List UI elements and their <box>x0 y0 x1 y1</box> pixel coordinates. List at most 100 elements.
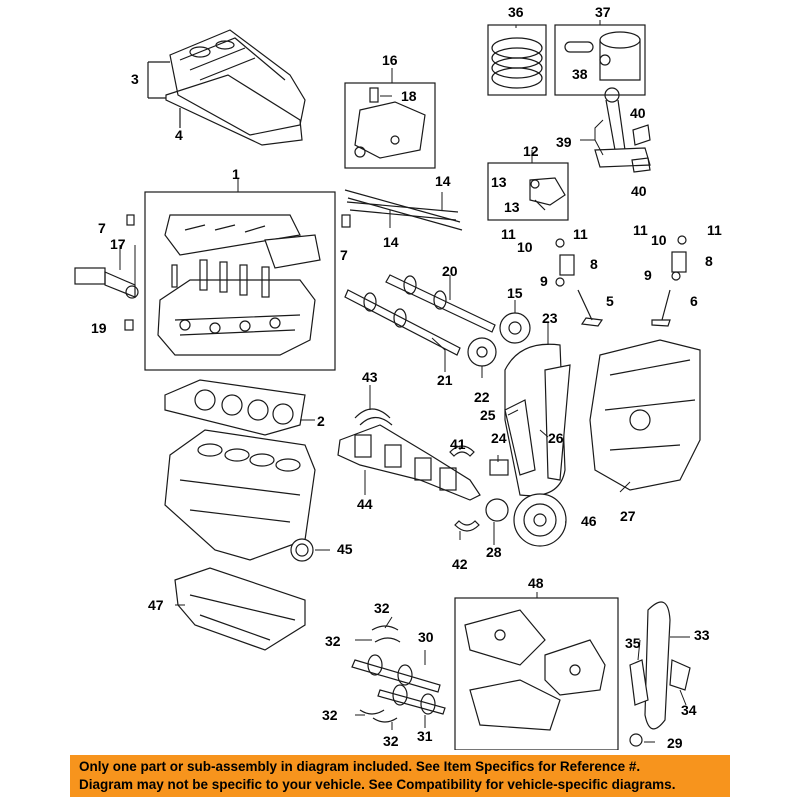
callout-32-top: 32 <box>374 600 390 616</box>
callout-35: 35 <box>625 635 641 651</box>
valve-cover <box>169 29 306 136</box>
oil-pump-assembly <box>464 609 606 731</box>
callout-10-intake: 10 <box>517 239 533 255</box>
callout-40-lower: 40 <box>631 183 647 199</box>
notice-line-2: Diagram may not be specific to your vehi… <box>79 777 676 792</box>
callout-38: 38 <box>572 66 588 82</box>
callout-20: 20 <box>442 263 458 279</box>
callout-9-exhaust: 9 <box>644 267 652 283</box>
balancer-chain <box>644 601 671 730</box>
cylinder-head-group-box <box>144 191 336 371</box>
callout-45: 45 <box>337 541 353 557</box>
callout-14-upper: 14 <box>435 173 451 189</box>
callout-23: 23 <box>542 310 558 326</box>
callout-7-upper: 7 <box>98 220 106 236</box>
callout-15: 15 <box>507 285 523 301</box>
crankshaft-pulley <box>513 493 567 547</box>
rocker-shaft <box>344 189 463 231</box>
camshafts <box>344 274 496 356</box>
callout-26: 26 <box>548 430 564 446</box>
connecting-rod <box>594 87 651 173</box>
callout-25: 25 <box>480 407 496 423</box>
callout-42: 42 <box>452 556 468 572</box>
callout-24: 24 <box>491 430 507 446</box>
valve-cover-gasket <box>165 74 303 146</box>
crank-sprocket <box>485 498 509 522</box>
valve-spring <box>559 254 575 276</box>
vtc-solenoid-group-box <box>344 82 436 169</box>
callout-12: 12 <box>523 143 539 159</box>
callout-11-a: 11 <box>501 226 516 242</box>
engine-parts-diagram <box>74 20 701 750</box>
notice-line-1: Only one part or sub-assembly in diagram… <box>79 759 641 774</box>
callout-11-c: 11 <box>633 222 648 238</box>
exhaust-valve <box>651 289 671 327</box>
callout-32-left-upper: 32 <box>325 633 341 649</box>
callout-11-b: 11 <box>573 226 588 242</box>
piston-rings <box>487 24 547 96</box>
callout-5: 5 <box>606 293 614 309</box>
callout-31: 31 <box>417 728 433 744</box>
callout-6: 6 <box>690 293 698 309</box>
callout-13-upper: 13 <box>491 174 507 190</box>
callout-7-lower: 7 <box>340 247 348 263</box>
callout-14-lower: 14 <box>383 234 399 250</box>
crankshaft <box>337 424 481 501</box>
engine-block <box>164 429 316 561</box>
sensor-group-box <box>487 162 569 221</box>
chain-guide <box>504 399 536 476</box>
timing-chain-cover <box>589 339 701 491</box>
callout-1: 1 <box>232 166 240 182</box>
oil-pump-seal <box>629 733 643 747</box>
chain-tensioner <box>489 459 509 476</box>
callout-32-left-lower: 32 <box>322 707 338 723</box>
callout-40-upper: 40 <box>630 105 646 121</box>
callout-41: 41 <box>450 436 466 452</box>
crank-bearing <box>449 445 475 457</box>
callout-18: 18 <box>401 88 417 104</box>
callout-39: 39 <box>556 134 572 150</box>
callout-22: 22 <box>474 389 490 405</box>
callout-36: 36 <box>508 4 524 20</box>
callout-10-exhaust: 10 <box>651 232 667 248</box>
callout-32-bottom: 32 <box>383 733 399 749</box>
callout-8-intake: 8 <box>590 256 598 272</box>
callout-43: 43 <box>362 369 378 385</box>
callout-4: 4 <box>175 127 183 143</box>
callout-30: 30 <box>418 629 434 645</box>
cam-sprocket-upper <box>499 312 531 344</box>
chain-guide-lower <box>629 659 649 706</box>
callout-21: 21 <box>437 372 453 388</box>
callout-34: 34 <box>681 702 697 718</box>
callout-48: 48 <box>528 575 544 591</box>
callout-17: 17 <box>110 236 126 252</box>
crankshaft-oil-seal <box>290 538 314 562</box>
head-gasket <box>164 379 306 436</box>
callout-47: 47 <box>148 597 164 613</box>
callout-33: 33 <box>694 627 710 643</box>
callout-9-intake: 9 <box>540 273 548 289</box>
callout-16: 16 <box>382 52 398 68</box>
chain-tensioner-lower <box>669 659 691 691</box>
callout-3: 3 <box>131 71 139 87</box>
callout-8-exhaust: 8 <box>705 253 713 269</box>
compatibility-notice-banner: Only one part or sub-assembly in diagram… <box>70 755 730 797</box>
callout-29: 29 <box>667 735 683 751</box>
callout-13-lower: 13 <box>504 199 520 215</box>
intake-valve <box>577 289 604 327</box>
callout-27: 27 <box>620 508 636 524</box>
callout-2: 2 <box>317 413 325 429</box>
piston <box>554 24 646 96</box>
cam-sprocket-lower <box>467 337 497 367</box>
callout-11-d: 11 <box>707 222 722 238</box>
cylinder-head <box>157 214 321 356</box>
vtc-solenoid <box>354 87 426 159</box>
oil-control-valve <box>74 214 351 331</box>
oil-pan <box>174 567 306 651</box>
callout-19: 19 <box>91 320 107 336</box>
callout-28: 28 <box>486 544 502 560</box>
callout-37: 37 <box>595 4 611 20</box>
callout-46: 46 <box>581 513 597 529</box>
callout-44: 44 <box>357 496 373 512</box>
balancer-shafts <box>351 625 446 723</box>
